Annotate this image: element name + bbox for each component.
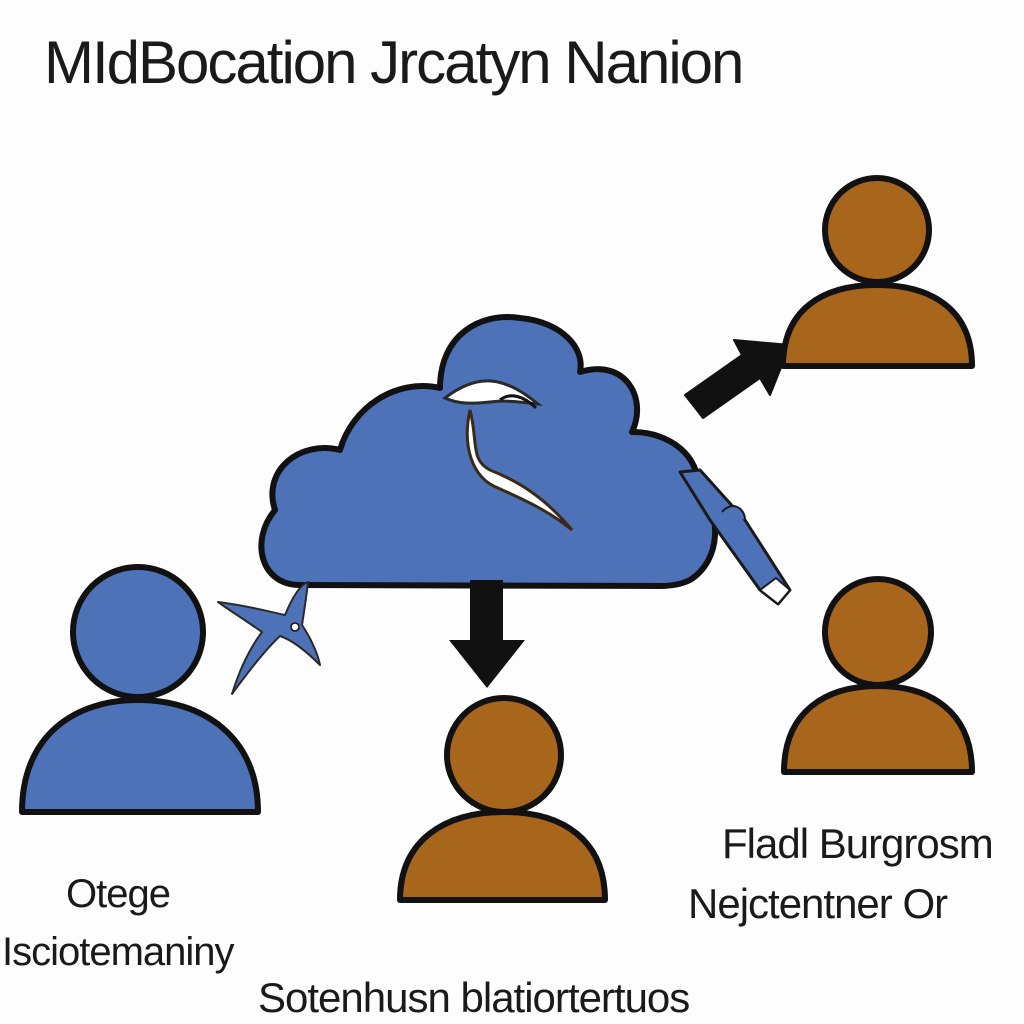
person-left <box>19 564 261 815</box>
person-head <box>444 695 564 815</box>
person-top-right <box>780 175 975 369</box>
pen-arrow <box>678 468 792 606</box>
person-head <box>822 175 932 285</box>
label-left-line1: Otege <box>66 872 171 916</box>
label-right-line1: Fladl Burgrosm <box>722 820 994 867</box>
person-head <box>70 564 206 700</box>
bird-arrow <box>217 581 321 695</box>
person-body <box>397 809 608 903</box>
person-body <box>19 697 261 815</box>
arrow-down <box>449 580 525 688</box>
label-left-line2: Isciotemaniny <box>2 930 235 974</box>
cloud-shape <box>258 314 719 589</box>
cloud-node <box>258 314 719 589</box>
diagram-title: MIdBocation Jrcatyn Nanion <box>44 29 744 96</box>
label-bottom: Sotenhusn blatiortertuos <box>258 974 690 1021</box>
person-bottom-center <box>397 695 608 903</box>
person-body <box>781 683 975 775</box>
person-head <box>822 576 934 688</box>
person-body <box>780 282 975 369</box>
label-right-line2: Nejctentner Or <box>688 880 948 927</box>
person-right <box>781 576 975 775</box>
arrow-top-right <box>684 339 791 419</box>
bird-icon <box>442 379 574 532</box>
